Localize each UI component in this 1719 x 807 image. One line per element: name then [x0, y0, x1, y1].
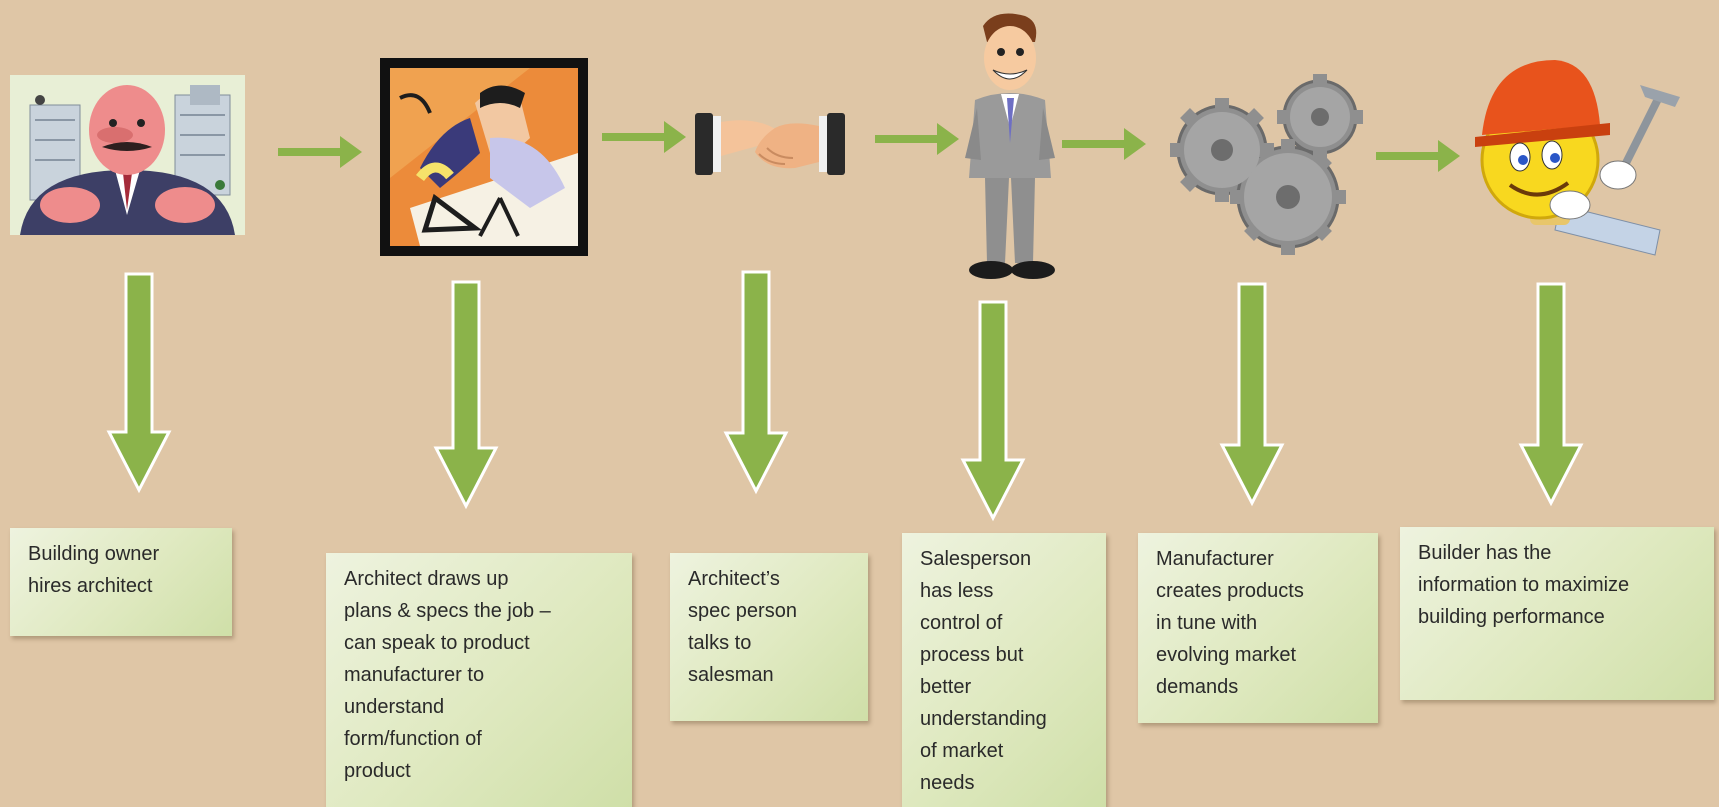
building-owner-icon — [10, 75, 245, 235]
down-arrow-5 — [1219, 282, 1285, 507]
connector-arrow-4 — [1062, 128, 1146, 160]
salesperson-icon — [965, 13, 1055, 279]
step-4-box: Salesperson has less control of process … — [902, 533, 1106, 807]
architect-drafting-icon — [380, 58, 588, 256]
down-arrow-3 — [723, 270, 789, 495]
handshake-icon — [695, 113, 845, 175]
builder-smiley-icon — [1475, 60, 1680, 256]
step-3-box: Architect’s spec person talks to salesma… — [670, 553, 868, 721]
down-arrow-2 — [433, 280, 499, 510]
down-arrow-6 — [1518, 282, 1584, 507]
down-arrow-4 — [960, 300, 1026, 522]
step-1-box: Building owner hires architect — [10, 528, 232, 636]
step-2-box: Architect draws up plans & specs the job… — [326, 553, 632, 807]
step-5-box: Manufacturer creates products in tune wi… — [1138, 533, 1378, 723]
connector-arrow-3 — [875, 123, 959, 155]
connector-arrow-2 — [602, 121, 686, 153]
connector-arrow-1 — [278, 136, 362, 168]
gears-icon — [1170, 74, 1363, 255]
down-arrow-1 — [106, 272, 172, 494]
connector-arrow-5 — [1376, 140, 1460, 172]
step-6-box: Builder has the information to maximize … — [1400, 527, 1714, 700]
